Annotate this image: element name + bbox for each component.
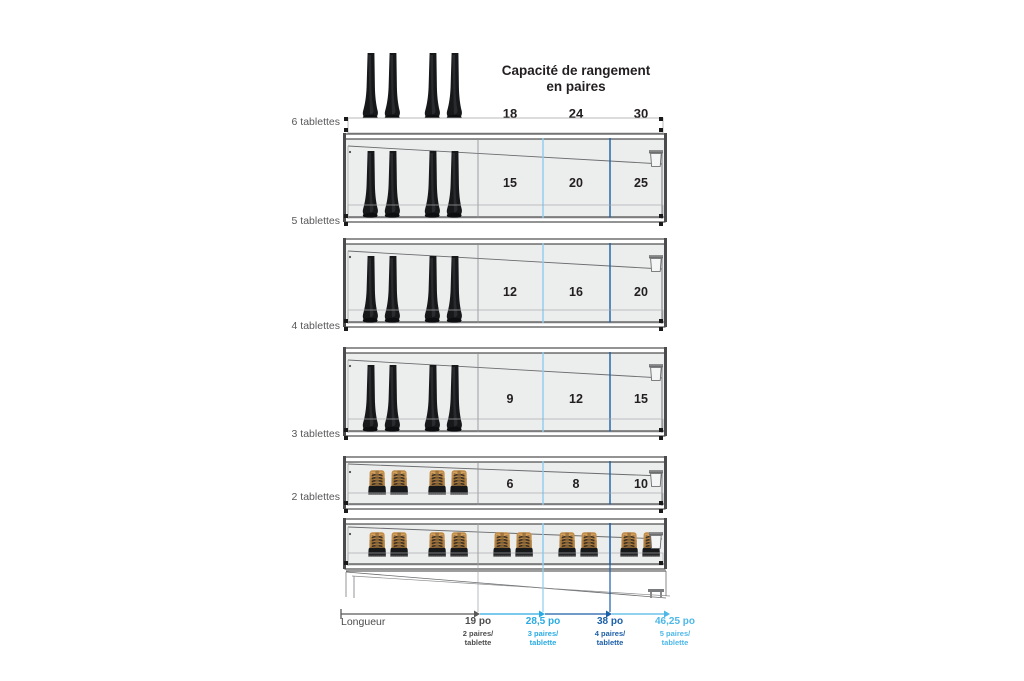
cell-4-18: 12 — [503, 285, 517, 299]
cell-5-24: 20 — [569, 176, 583, 190]
boot-group-top — [362, 53, 462, 120]
axis-tick-19po-sub1: 2 paires/ — [463, 629, 494, 638]
row-label-6-shelves: 6 tablettes — [292, 116, 340, 128]
axis-tick-4625po-sub2: tablette — [662, 638, 689, 647]
shelf-rail-6 — [347, 117, 664, 134]
cell-4-24: 16 — [569, 285, 583, 299]
axis-tick-38po-value: 38 po — [597, 616, 623, 627]
cell-3-30: 15 — [634, 392, 648, 406]
cell-5-18: 15 — [503, 176, 517, 190]
chart-title-line2: en paires — [546, 79, 605, 94]
cell-3-24: 12 — [569, 392, 583, 406]
axis-tick-285po-sub2: tablette — [530, 638, 557, 647]
column-header-18: 18 — [503, 106, 517, 121]
cell-4-30: 20 — [634, 285, 648, 299]
cell-2-24: 8 — [573, 477, 580, 491]
axis-tick-38po-sub2: tablette — [597, 638, 624, 647]
axis-label-longueur: Longueur — [341, 616, 386, 628]
axis-tick-285po-sub1: 3 paires/ — [528, 629, 559, 638]
axis-tick-4625po-value: 46,25 po — [655, 616, 695, 627]
axis-tick-285po-value: 28,5 po — [526, 616, 560, 627]
chart-title-line1: Capacité de rangement — [502, 63, 651, 78]
shelf-unit-6 — [344, 53, 664, 134]
column-header-24: 24 — [569, 106, 584, 121]
column-header-30: 30 — [634, 106, 648, 121]
floor-foot-bracket — [648, 589, 664, 598]
length-axis: Longueur 19 po 2 paires/ tablette 28,5 p… — [340, 609, 695, 647]
cell-2-30: 10 — [634, 477, 648, 491]
cell-3-18: 9 — [507, 392, 514, 406]
row-label-3-shelves: 3 tablettes — [292, 428, 340, 440]
row-label-2-shelves: 2 tablettes — [292, 491, 340, 503]
shelf-unit-3: 9 12 15 — [343, 347, 667, 440]
shelf-unit-2: 6 8 10 — [343, 456, 667, 513]
axis-tick-19po-value: 19 po — [465, 616, 491, 627]
shelf-unit-4: 12 16 20 — [343, 238, 667, 331]
axis-tick-19po-sub2: tablette — [465, 638, 492, 647]
axis-tick-38po-sub1: 4 paires/ — [595, 629, 626, 638]
row-label-4-shelves: 4 tablettes — [292, 320, 340, 332]
shelf-unit-1-bottom — [343, 518, 667, 570]
shelf-unit-5: 15 20 25 — [343, 133, 667, 226]
cell-5-30: 25 — [634, 176, 648, 190]
axis-tick-4625po-sub1: 5 paires/ — [660, 629, 691, 638]
cell-2-18: 6 — [507, 477, 514, 491]
floor-perspective — [345, 523, 671, 612]
row-label-5-shelves: 5 tablettes — [292, 215, 340, 227]
